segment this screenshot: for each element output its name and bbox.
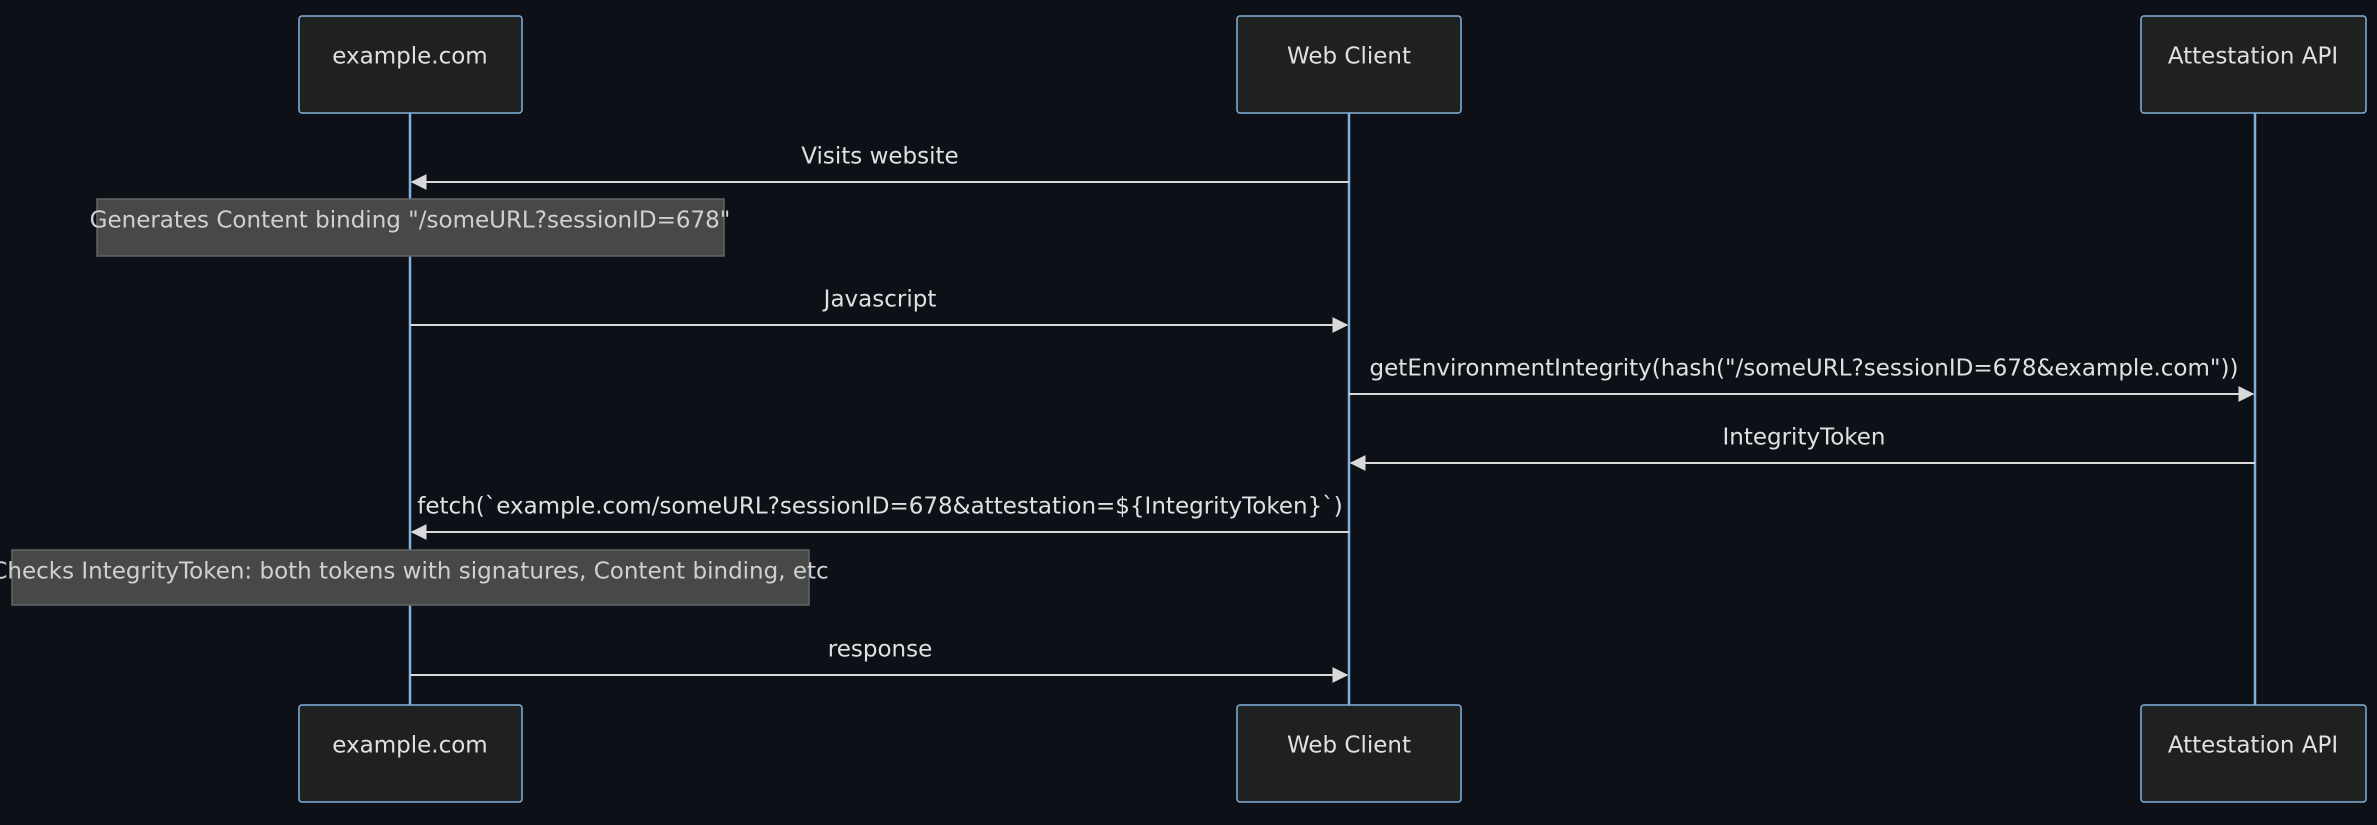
actor-client-bottom: Web Client [1237, 705, 1461, 802]
actor-api-bottom: Attestation API [2141, 705, 2366, 802]
actor-site-bottom: example.com [299, 705, 522, 802]
message-label: response [828, 637, 932, 663]
actor-label-client-bottom: Web Client [1287, 733, 1411, 759]
actor-client-top: Web Client [1237, 16, 1461, 113]
message-integrity-token: IntegrityToken [1351, 425, 2255, 464]
actor-label-api-top: Attestation API [2168, 44, 2338, 70]
actor-site-top: example.com [299, 16, 522, 113]
message-label: fetch(`example.com/someURL?sessionID=678… [417, 494, 1342, 520]
note-content-binding: Generates Content binding "/someURL?sess… [90, 199, 731, 256]
message-label: getEnvironmentIntegrity(hash("/someURL?s… [1370, 356, 2239, 382]
message-fetch: fetch(`example.com/someURL?sessionID=678… [412, 494, 1349, 533]
actor-label-client-top: Web Client [1287, 44, 1411, 70]
message-label: IntegrityToken [1722, 425, 1885, 451]
actor-api-top: Attestation API [2141, 16, 2366, 113]
note-checks-integrity-token: Checks IntegrityToken: both tokens with … [0, 550, 829, 605]
note-label: Generates Content binding "/someURL?sess… [90, 208, 731, 234]
message-get-environment-integrity: getEnvironmentIntegrity(hash("/someURL?s… [1349, 356, 2253, 395]
note-label: Checks IntegrityToken: both tokens with … [0, 559, 829, 585]
actor-label-site-bottom: example.com [332, 733, 487, 759]
message-label: Javascript [822, 287, 937, 313]
message-label: Visits website [801, 144, 958, 170]
message-visits-website: Visits website [412, 144, 1349, 183]
actor-label-api-bottom: Attestation API [2168, 733, 2338, 759]
message-javascript: Javascript [410, 287, 1347, 326]
actor-label-site-top: example.com [332, 44, 487, 70]
message-response: response [410, 637, 1347, 676]
